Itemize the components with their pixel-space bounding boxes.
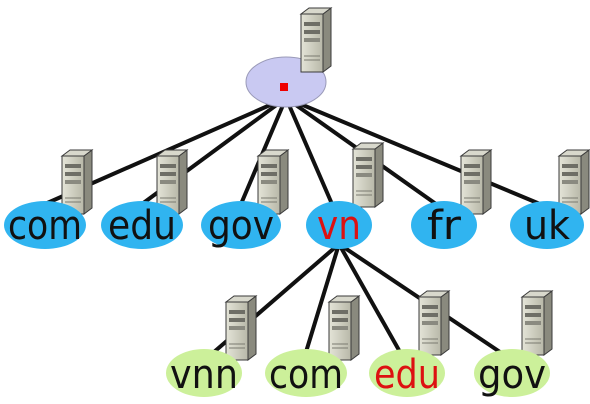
tld-label-vn: vn xyxy=(317,203,361,249)
sub-node-vnn: vnn xyxy=(166,295,257,398)
sub-node-gov: gov xyxy=(474,290,553,398)
tld-label-uk: uk xyxy=(524,203,571,249)
server-icon xyxy=(352,142,384,208)
sub-ellipse-vnn xyxy=(166,349,242,397)
server-icon xyxy=(460,149,492,215)
tld-ellipse-vn xyxy=(306,201,372,249)
sub-ellipse-edu xyxy=(369,349,445,397)
tld-label-fr: fr xyxy=(427,203,462,249)
sub-label-gov: gov xyxy=(478,352,546,398)
root-node xyxy=(245,7,332,108)
tld-node-com: com xyxy=(4,149,93,249)
sub-label-edu: edu xyxy=(374,352,440,398)
sub-node-edu: edu xyxy=(369,290,450,398)
server-icon xyxy=(300,7,332,73)
server-icon xyxy=(521,290,553,356)
sub-label-vnn: vnn xyxy=(170,352,238,398)
tld-node-vn: vn xyxy=(306,142,384,249)
root-label xyxy=(280,83,288,91)
tld-label-gov: gov xyxy=(208,203,274,249)
tld-node-uk: uk xyxy=(510,149,590,249)
tld-node-gov: gov xyxy=(201,149,289,249)
sub-ellipse-gov xyxy=(474,349,550,397)
tld-row: com edu gov vn fr uk xyxy=(4,142,590,249)
tld-ellipse-fr xyxy=(411,201,477,249)
server-icon xyxy=(225,295,257,361)
sub-label-com: com xyxy=(269,352,343,398)
tree-edge xyxy=(304,242,341,354)
subdomain-row: vnn com edu gov xyxy=(166,290,553,398)
server-icon xyxy=(328,295,360,361)
tld-label-edu: edu xyxy=(108,203,176,249)
tree-edge xyxy=(284,96,334,206)
sub-node-com: com xyxy=(265,295,360,398)
tld-ellipse-uk xyxy=(510,201,584,249)
tree-edge xyxy=(337,242,402,354)
tree-edge xyxy=(239,96,288,206)
tld-node-edu: edu xyxy=(101,149,188,249)
server-icon xyxy=(418,290,450,356)
tld-node-fr: fr xyxy=(411,149,492,249)
sub-ellipse-com xyxy=(265,349,347,397)
tree-edge xyxy=(284,96,542,206)
tld-ellipse-gov xyxy=(201,201,281,249)
tld-label-com: com xyxy=(8,203,82,249)
tld-ellipse-com xyxy=(4,201,86,249)
tld-ellipse-edu xyxy=(101,201,183,249)
